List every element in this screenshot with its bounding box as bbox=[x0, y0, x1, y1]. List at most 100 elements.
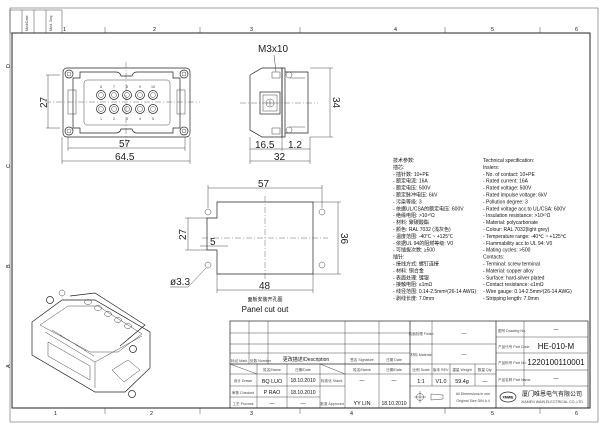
spec-line: - Mating cycles: >500 bbox=[483, 248, 531, 254]
contact-pin bbox=[96, 104, 106, 114]
spec-line: - 插针数: 10+PE bbox=[393, 171, 430, 178]
spec-line: - 额定电压: 500V bbox=[393, 185, 431, 192]
approved-date: 18.10.2010 bbox=[381, 401, 406, 407]
spec-line: - Rated current: 16A bbox=[483, 179, 529, 185]
zone-letter: B bbox=[6, 264, 12, 268]
logo-text: XMWE bbox=[503, 396, 515, 400]
dimensions-note: All Dimensions in mm bbox=[456, 392, 491, 396]
spec-line: - 绝缘电阻: >10¹⁰Ω bbox=[393, 212, 435, 219]
drawing-no-value: — bbox=[554, 327, 559, 333]
drawn-name: BQ LUO bbox=[262, 379, 282, 385]
part-name-label: 产品名称 Part Name bbox=[498, 377, 531, 382]
iso-terminal bbox=[124, 323, 132, 329]
spec-line: - 依据UL 94的阻燃等级: V0 bbox=[393, 240, 453, 247]
panel-cutout-title-en: Panel cut out bbox=[242, 305, 289, 314]
checked-name: P RAO bbox=[264, 390, 281, 396]
process-date: — bbox=[301, 401, 306, 407]
approved-label: 批准 Approved bbox=[320, 401, 344, 406]
isometric-view bbox=[31, 289, 151, 398]
stand-date: — bbox=[392, 378, 397, 384]
pin-number: 6 bbox=[100, 85, 102, 89]
spec-line: - Colour: RAL 7032(light grey) bbox=[483, 227, 550, 233]
dim-36: 36 bbox=[338, 233, 349, 245]
corner-revision-box: Mod/Date Mod. Seq bbox=[9, 9, 63, 34]
spec-line: - Insulation resistance: >10¹⁰Ω bbox=[483, 213, 551, 219]
spec-line: Technical specification: bbox=[483, 158, 534, 164]
part-code-value: HE-010-M bbox=[538, 342, 575, 351]
zone-markers: 1 2 3 4 5 6 1 2 3 4 5 6 D C B A bbox=[6, 27, 578, 417]
part-no-value: 1220100110001 bbox=[527, 358, 585, 367]
contact-pin-hole bbox=[98, 106, 104, 112]
screw-label: M3x10 bbox=[258, 44, 288, 55]
pin-number: 5 bbox=[152, 117, 154, 121]
spec-line: - 材料: 铜合金 bbox=[393, 267, 424, 274]
dim-1-2: 1.2 bbox=[288, 140, 302, 151]
zone-number: 6 bbox=[575, 411, 578, 417]
title-block: 标记 Mark 处数 Number 更改描述/Description 签名 Si… bbox=[229, 320, 589, 409]
zone-number: 4 bbox=[350, 411, 353, 417]
pin-number: 3 bbox=[126, 117, 128, 121]
spec-line: - 温度范围: -40℃ ~ +125℃ bbox=[393, 233, 453, 240]
pin-number: 9 bbox=[139, 85, 141, 89]
company-name-cn: 厦门唯恩电气有限公司 bbox=[522, 390, 582, 398]
zone-letter: A bbox=[6, 364, 12, 368]
contact-pin-hole bbox=[150, 92, 156, 98]
spec-line: - Wire gauge: 0.14-2.5mm²(26-14 AWG) bbox=[483, 289, 572, 295]
number-header: 处数 Number bbox=[250, 358, 272, 363]
pin-number: 8 bbox=[126, 85, 128, 89]
side-view: M3x10 34 16.5 1.2 32 bbox=[240, 44, 341, 164]
dim-width-64-5: 64.5 bbox=[115, 152, 135, 163]
qty-label: 数量 Qty. bbox=[478, 367, 493, 372]
corner-label: Mod/Date bbox=[25, 15, 29, 31]
zone-number: 2 bbox=[150, 411, 153, 417]
contact-pin bbox=[109, 90, 119, 100]
spec-line: - 可插拔次数: ≥500 bbox=[393, 247, 435, 254]
spec-line: - 剥线长度: 7.0mm bbox=[393, 295, 434, 302]
zone-number: 3 bbox=[250, 411, 253, 417]
zone-number: 2 bbox=[153, 27, 156, 33]
spec-line: Inslers: bbox=[483, 165, 499, 171]
description-header: 更改描述/Description bbox=[283, 356, 330, 363]
dim-57-cutout: 57 bbox=[258, 179, 270, 190]
spec-line: - 颜色: RAL 7032 (浅灰色) bbox=[393, 226, 451, 233]
zone-letter: D bbox=[6, 64, 12, 68]
spec-line: - 额定电流: 16A bbox=[393, 178, 428, 185]
contact-pin-hole bbox=[111, 106, 117, 112]
process-label: 工艺 Process bbox=[232, 401, 253, 406]
contact-pin-hole bbox=[111, 92, 117, 98]
date-header: 日期 Date bbox=[386, 357, 402, 362]
panel-cutout-title-cn: 面板安装开孔图 bbox=[247, 296, 282, 303]
zone-number: 4 bbox=[394, 27, 397, 33]
spec-line: - Rated voltage: 500V bbox=[483, 186, 532, 192]
dim-27-cutout: 27 bbox=[178, 228, 189, 240]
spec-line: - Rated impulse voltage: 6kV bbox=[483, 193, 548, 199]
pin-number: 7 bbox=[113, 85, 115, 89]
contact-pin-hole bbox=[137, 92, 143, 98]
name-header: 姓名/Name bbox=[353, 367, 371, 372]
corner-label: Mod. Seq bbox=[49, 16, 53, 31]
mark-header: 标记 Mark bbox=[231, 358, 247, 363]
zone-number: 6 bbox=[575, 27, 578, 33]
zone-number: 5 bbox=[491, 411, 494, 417]
part-code-label: 产品代号 Part Code bbox=[498, 344, 530, 349]
drawn-date: 18.10.2010 bbox=[290, 378, 315, 384]
approved-name: YY LIN bbox=[354, 401, 371, 407]
contact-pin-hole bbox=[124, 92, 130, 98]
pin-number: 10 bbox=[151, 85, 155, 89]
spec-list-cn: 技术参数:插芯:- 插针数: 10+PE- 额定电流: 16A- 额定电压: 5… bbox=[393, 157, 476, 302]
qty-value: — bbox=[483, 379, 488, 385]
spec-line: Contacts: bbox=[483, 255, 504, 261]
contact-pin bbox=[109, 104, 119, 114]
zone-number: 1 bbox=[54, 411, 57, 417]
zone-number: 3 bbox=[250, 27, 253, 33]
spec-line: - 接线方式: 螺钉连接 bbox=[393, 261, 439, 268]
contact-pin bbox=[148, 104, 158, 114]
outer-border bbox=[9, 7, 599, 423]
date-header: 日期/Date bbox=[386, 367, 402, 372]
size-note: Original Size DIN A 4 bbox=[456, 399, 490, 403]
part-name-value: — bbox=[554, 376, 559, 382]
spec-line: - Contact resistance: ≤1mΩ bbox=[483, 282, 544, 288]
spec-line: - 污染等级: 3 bbox=[393, 198, 422, 205]
rev-value: V1.0 bbox=[435, 379, 446, 385]
rev-label: 版本 REV. bbox=[433, 367, 449, 372]
